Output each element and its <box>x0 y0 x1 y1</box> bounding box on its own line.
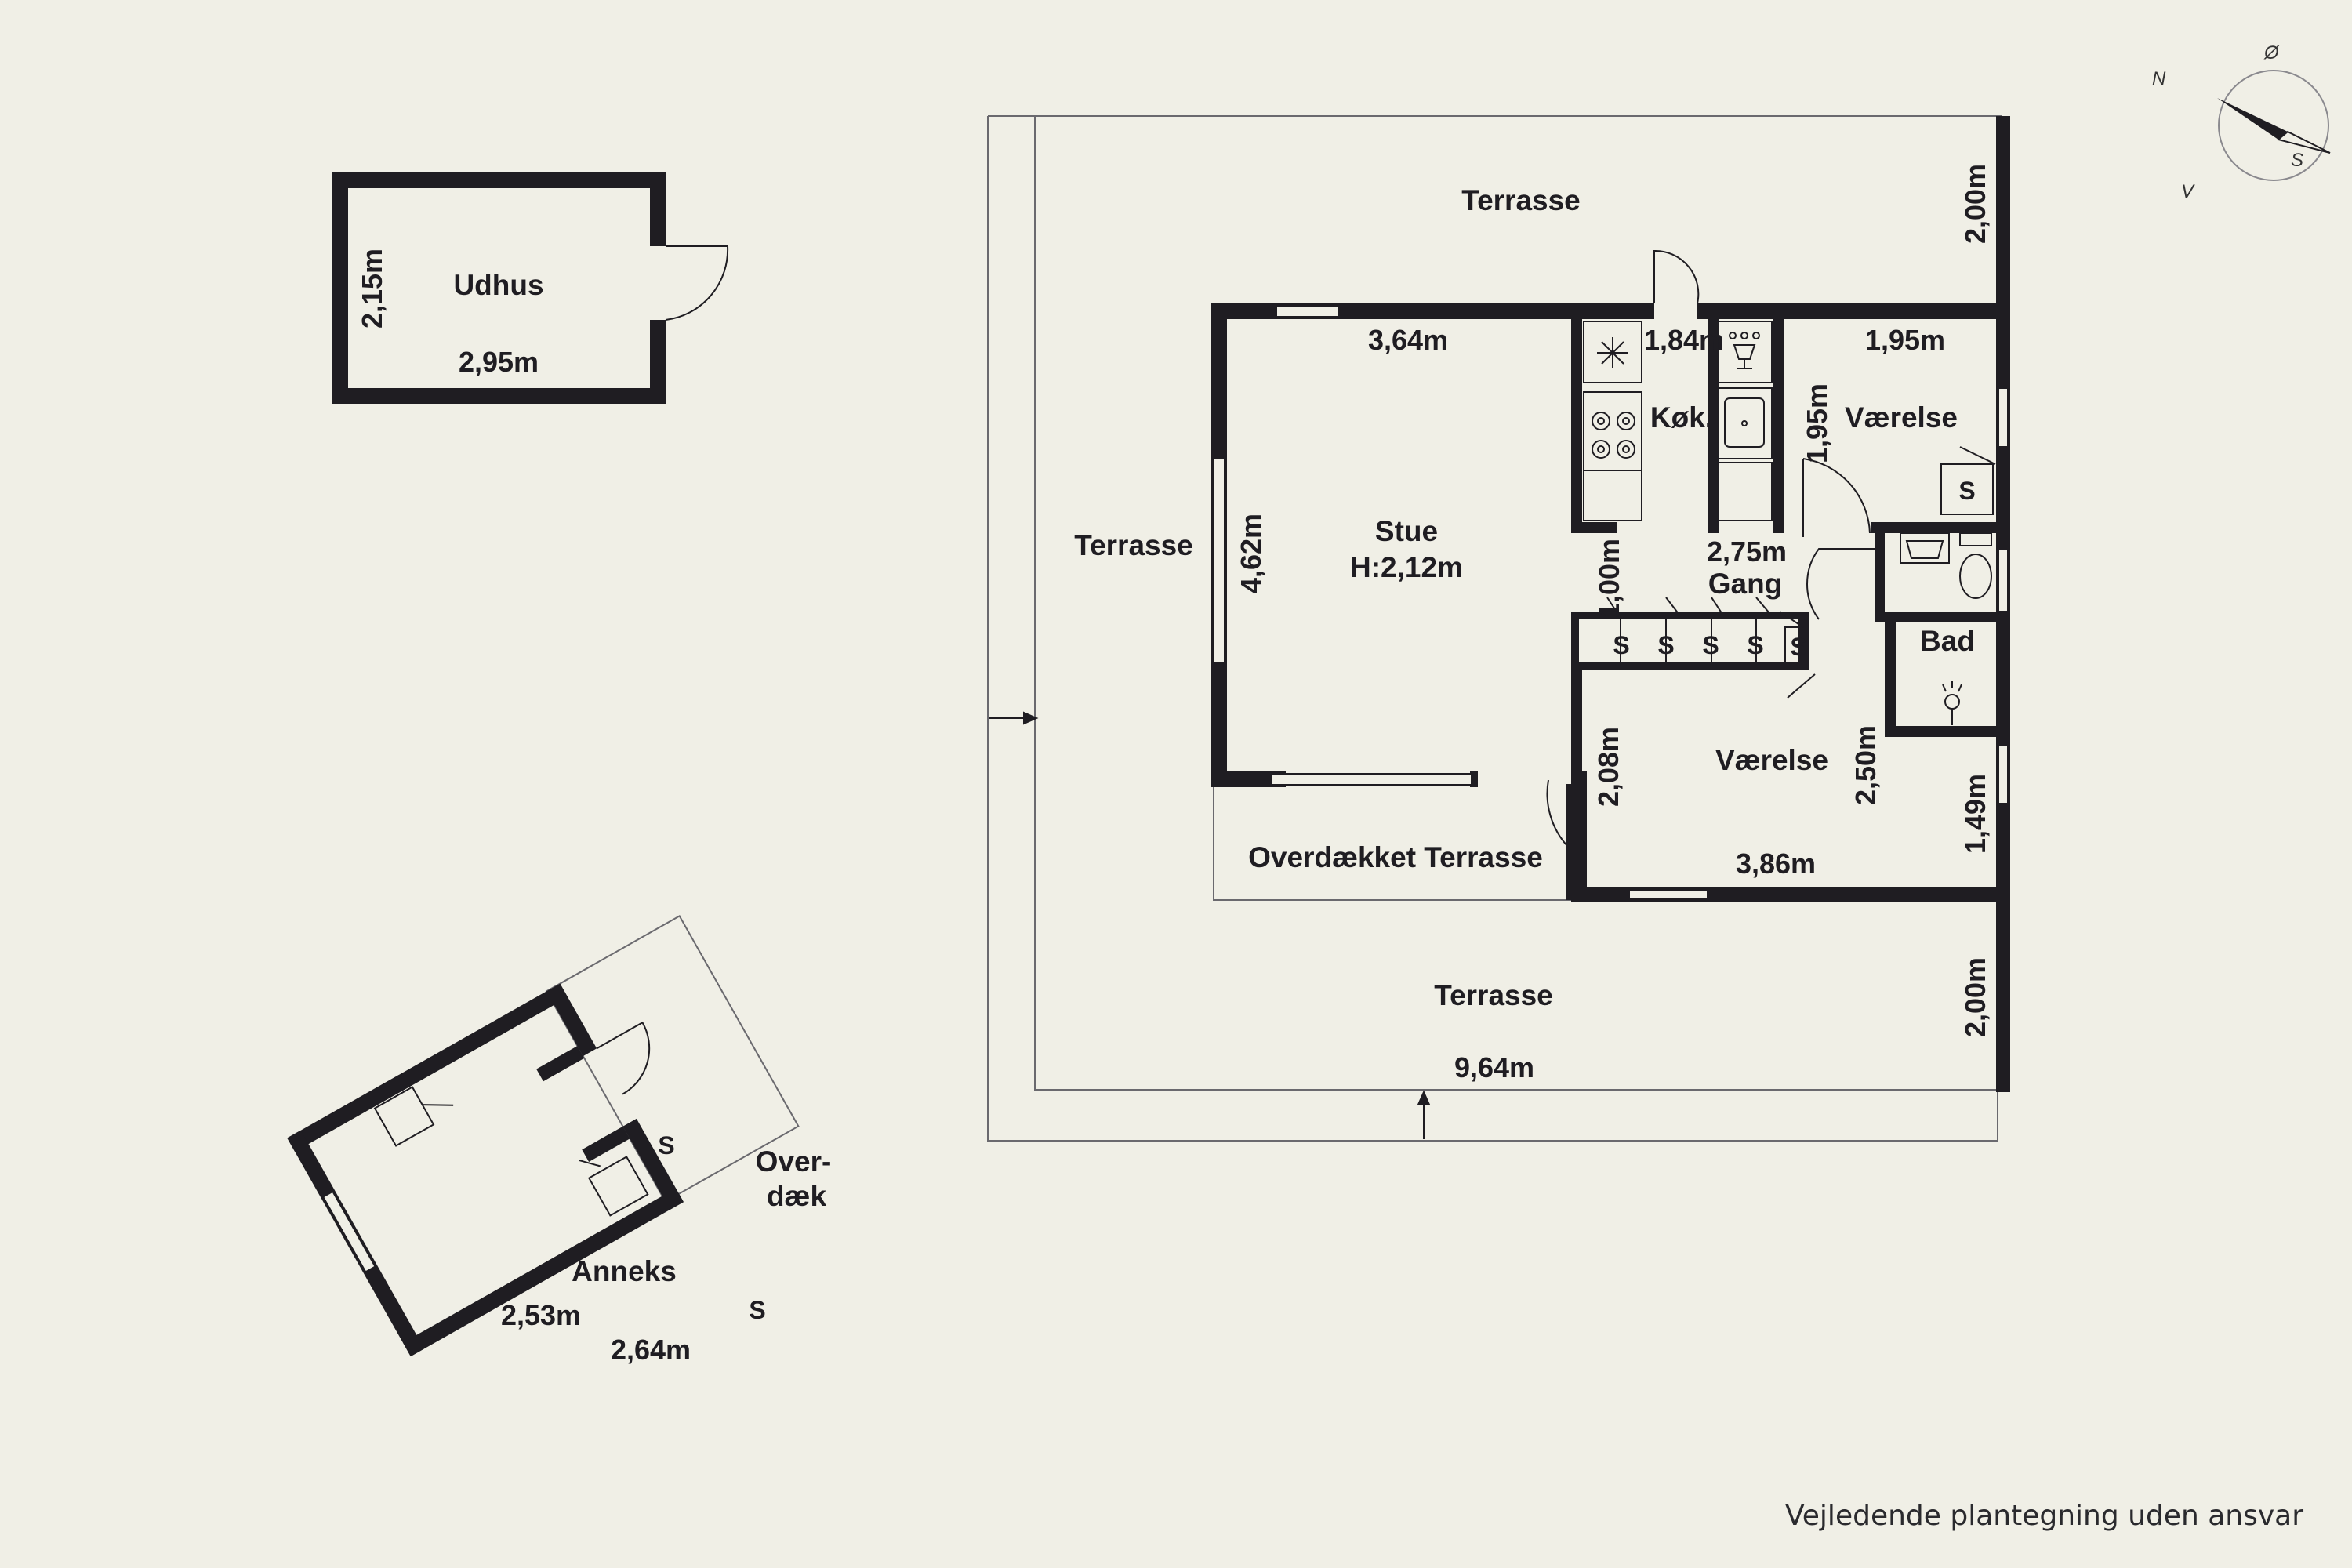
dim-terrasse-top-depth: 2,00m <box>1959 164 1991 244</box>
dim-stue-width: 3,64m <box>1368 324 1448 356</box>
room-label-stue-height: H:2,12m <box>1350 551 1463 583</box>
compass-west: V <box>2181 181 2195 202</box>
dim-vaerelse-top-width: 1,95m <box>1865 324 1945 356</box>
dim-koekken-width: 1,84m <box>1644 324 1724 356</box>
dim-anneks-width: 2,64m <box>611 1334 691 1366</box>
storage-label: S <box>1747 631 1763 659</box>
dishwasher-icon <box>1729 332 1760 369</box>
room-label-gang: Gang <box>1708 568 1783 600</box>
room-label-overdaek-line1: Over- <box>756 1145 832 1178</box>
door-swings <box>1473 249 1882 848</box>
udhus-door-swing <box>665 245 729 321</box>
dim-gang-width: 2,75m <box>1707 535 1787 568</box>
storage-label: S <box>749 1296 765 1324</box>
room-label-terrasse-bottom: Terrasse <box>1434 979 1553 1011</box>
room-label-anneks: Anneks <box>572 1255 677 1287</box>
room-label-vaerelse-bottom: Værelse <box>1715 744 1828 776</box>
storage-label: S <box>1702 631 1719 659</box>
compass-east: Ø <box>2263 42 2280 64</box>
sink-icon <box>1724 397 1765 448</box>
storage-label: S <box>658 1131 674 1160</box>
entry-arrow-bottom <box>1417 1090 1431 1139</box>
room-label-udhus: Udhus <box>453 269 543 301</box>
compass-south: S <box>2291 150 2303 171</box>
room-label-bad: Bad <box>1920 625 1975 657</box>
room-label-overdaekket-terrasse: Overdækket Terrasse <box>1248 841 1543 873</box>
storage-label: S <box>1657 631 1674 659</box>
dim-vaerelse-top-depth: 1,95m <box>1801 383 1833 463</box>
stove-icon <box>1592 412 1635 459</box>
dim-stue-depth: 4,62m <box>1235 514 1267 593</box>
room-label-stue: Stue <box>1375 515 1438 547</box>
storage-label: S <box>1790 633 1806 661</box>
bath-sink-icon <box>1900 532 1950 564</box>
room-label-vaerelse-top: Værelse <box>1845 401 1958 434</box>
shower-icon <box>1942 681 1962 725</box>
windows <box>1213 305 2009 900</box>
dim-total-width: 9,64m <box>1454 1051 1534 1083</box>
kitchen-counter <box>1583 321 1773 521</box>
dim-udhus-width: 2,95m <box>459 346 539 378</box>
dim-udhus-height: 2,15m <box>356 249 388 328</box>
storage-label: S <box>1958 477 1975 505</box>
dim-anneks-depth: 2,53m <box>501 1299 581 1331</box>
dim-vaerelse-bottom-depth-left: 2,08m <box>1592 727 1624 807</box>
dim-terrasse-bottom-depth: 2,00m <box>1959 957 1991 1037</box>
room-label-terrasse-left: Terrasse <box>1074 529 1193 561</box>
udhus-walls <box>332 172 666 404</box>
storage-label: S <box>1613 631 1629 659</box>
dim-vaerelse-bottom-depth-right: 2,50m <box>1849 725 1882 805</box>
room-label-overdaek-line2: dæk <box>767 1180 827 1212</box>
dim-bad-side: 1,49m <box>1959 774 1991 854</box>
compass-icon <box>2217 70 2331 181</box>
disclaimer-text: Vejledende plantegning uden ansvar <box>1785 1500 2303 1532</box>
freezer-icon <box>1597 337 1628 368</box>
dim-vaerelse-bottom-width: 3,86m <box>1736 848 1816 880</box>
storage-closets <box>1606 446 1996 667</box>
dim-gang-depth: 1,00m <box>1593 539 1625 619</box>
room-label-terrasse-top: Terrasse <box>1461 184 1581 216</box>
anneks <box>287 915 800 1357</box>
compass-north: N <box>2152 68 2166 89</box>
room-label-koekken: Køk. <box>1650 401 1713 434</box>
toilet-icon <box>1959 532 1992 599</box>
entry-arrow-left <box>989 711 1039 725</box>
